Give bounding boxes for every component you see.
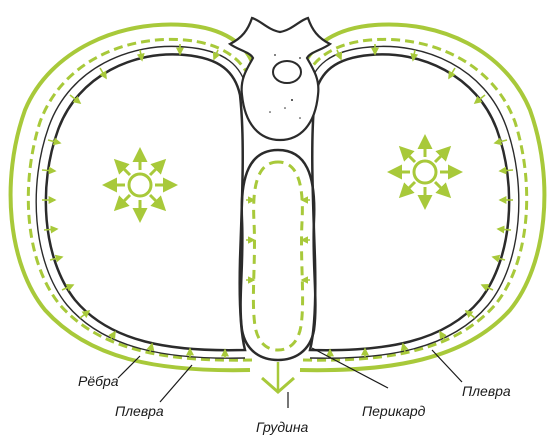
label-pericardium: Перикард [362,404,425,418]
pleura-left-parietal [28,39,252,360]
label-pleura-right: Плевра [462,384,511,398]
vertebra [230,18,330,140]
leader-lines [118,348,462,408]
label-sternum: Грудина [256,420,308,434]
label-pleura-left: Плевра [115,404,164,418]
pericardium [241,150,316,360]
pressure-arrows-right-icon [390,137,460,207]
pericardium-dashed [253,162,302,350]
pressure-arrows-left-icon [105,150,175,220]
label-ribs: Рёбра [78,374,119,388]
pleura-right-parietal [303,39,527,360]
